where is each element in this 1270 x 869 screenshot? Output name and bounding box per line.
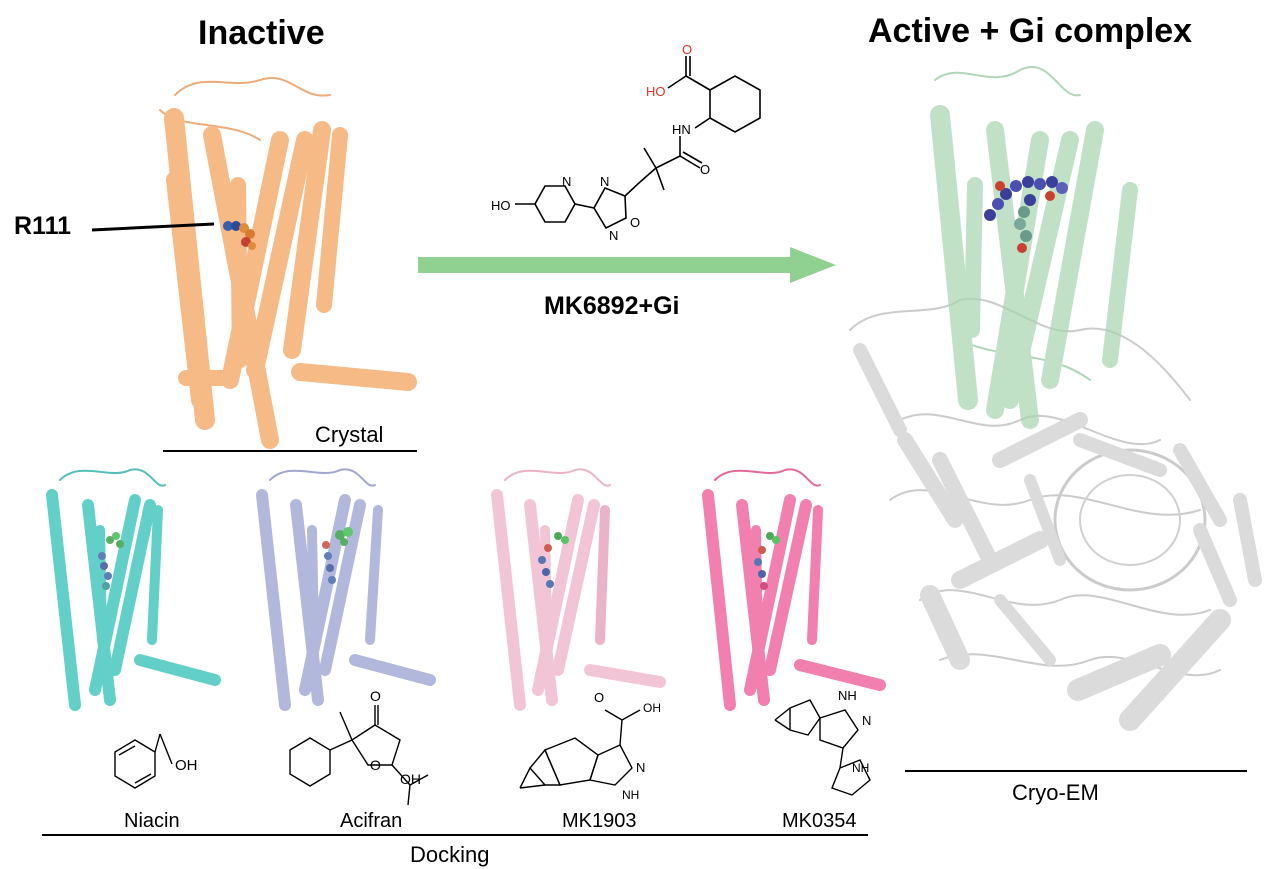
- mk6892-hn-label: HN: [672, 122, 691, 137]
- mk0354-receptor: [702, 468, 886, 711]
- cryo-em-underline: [905, 770, 1247, 772]
- mk6892-pyridine-ho-label: HO: [491, 198, 511, 213]
- mk6892-n2-label: N: [609, 228, 618, 243]
- mk0354-tetrazole-nh-label: NH: [852, 761, 869, 775]
- mk6892-amide-o-label: O: [700, 162, 710, 177]
- crystal-caption: Crystal: [315, 422, 384, 447]
- r111-residue: [223, 221, 256, 250]
- niacin-receptor: [46, 468, 221, 711]
- mk1903-n-label: N: [636, 760, 645, 775]
- acifran-o-label: O: [370, 688, 381, 704]
- mk1903-o-label: O: [594, 690, 604, 705]
- docking-underline: [42, 834, 868, 836]
- mk0354-n-label: N: [862, 713, 871, 728]
- ligand-name-mk0354: MK0354: [782, 810, 857, 832]
- acifran-oh-label: OH: [400, 771, 421, 787]
- niacin-oh-label: OH: [175, 757, 198, 774]
- mk6892-ring-o-label: O: [630, 215, 640, 230]
- mk1903-oh-label: OH: [643, 701, 661, 715]
- inactive-title: Inactive: [198, 14, 325, 52]
- active-title: Active + Gi complex: [868, 12, 1193, 50]
- ligand-name-mk1903: MK1903: [562, 810, 637, 832]
- mk6892-ho-label: HO: [646, 84, 666, 99]
- acifran-receptor: [256, 468, 436, 711]
- ligand-name-niacin: Niacin: [124, 810, 180, 832]
- mk6892-n-label: N: [600, 174, 609, 189]
- mk1903-receptor: [491, 468, 666, 711]
- reaction-label: MK6892+Gi: [544, 292, 680, 320]
- mk1903-nh-label: NH: [622, 788, 639, 802]
- mk6892-o-label: O: [682, 42, 692, 57]
- acifran-ring-o-label: O: [370, 757, 381, 773]
- mk6892-pyridine-n-label: N: [562, 174, 571, 189]
- mk0354-nh-label: NH: [838, 688, 857, 703]
- cryo-em-caption: Cryo-EM: [1012, 780, 1099, 805]
- docking-caption: Docking: [410, 842, 490, 867]
- crystal-underline: [163, 450, 417, 452]
- ligand-name-acifran: Acifran: [340, 810, 403, 832]
- r111-label: R111: [14, 212, 72, 240]
